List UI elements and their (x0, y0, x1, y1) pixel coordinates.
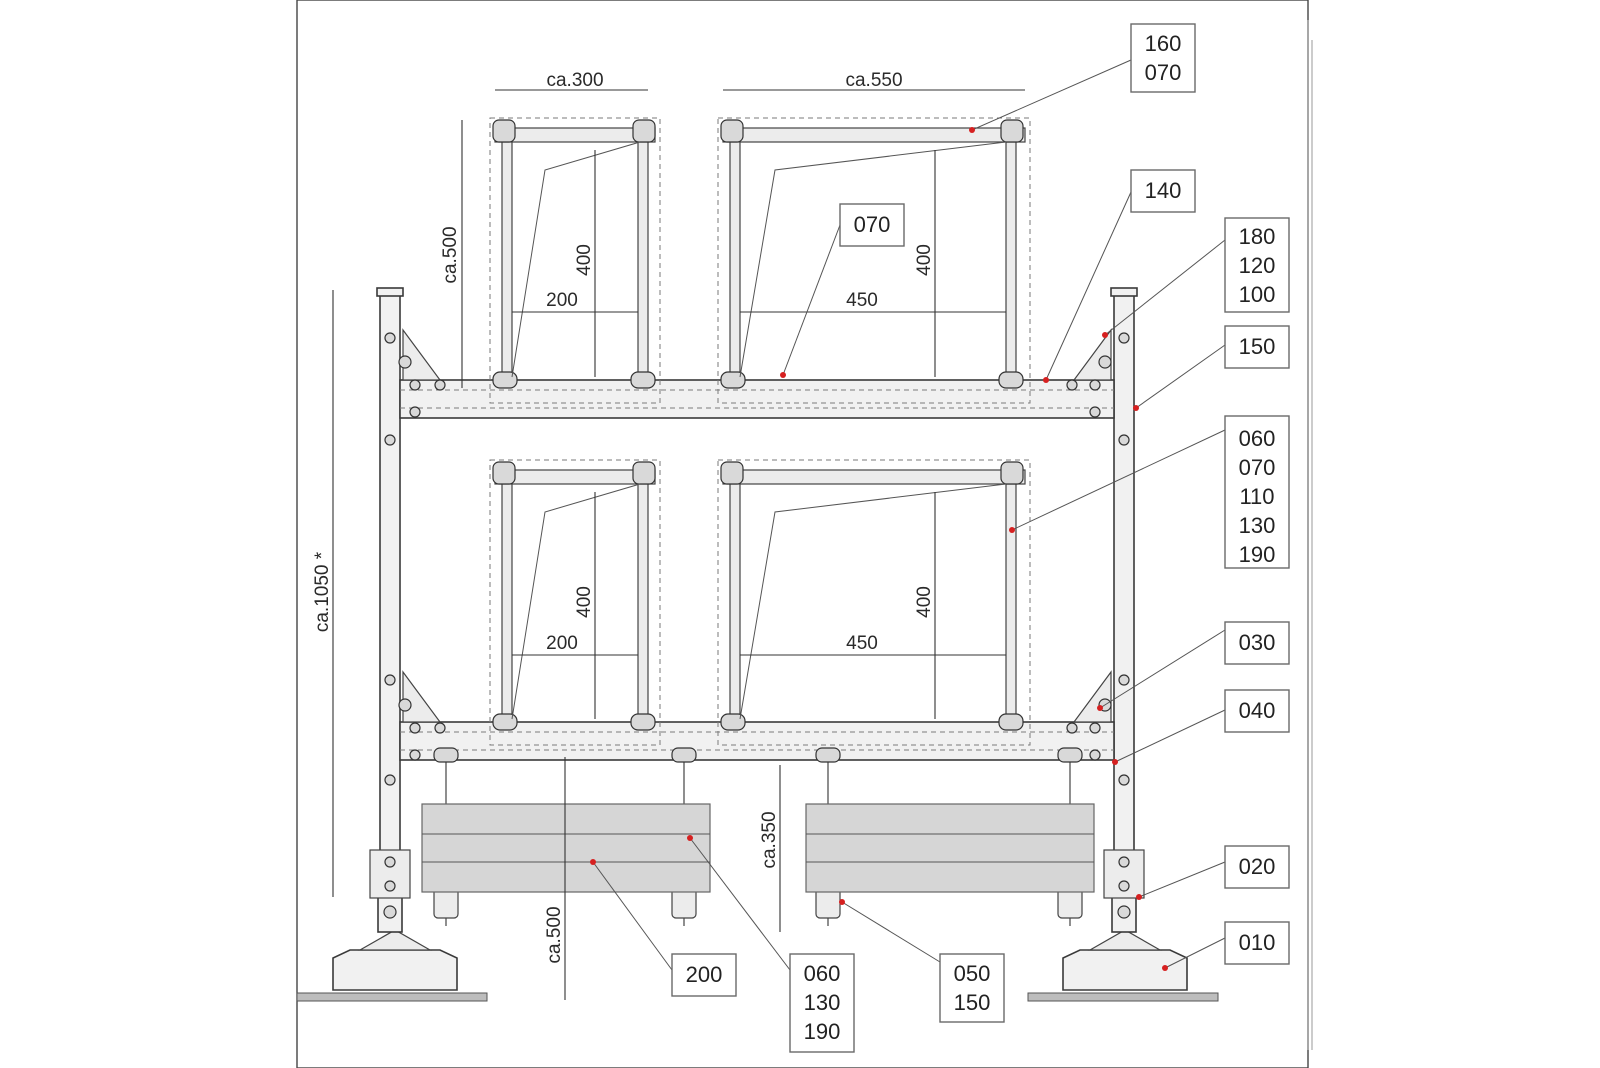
callout-c6-line2: 070 (1239, 455, 1276, 480)
dim-upper-inner-width-right: 450 (846, 290, 878, 311)
callout-c13-line1: 050 (954, 961, 991, 986)
brackets (402, 328, 1112, 723)
lower-frame-left (489, 459, 661, 746)
callout-c4-line1: 180 (1239, 224, 1276, 249)
callout-c4: 180 120 100 (1224, 217, 1290, 313)
dim-lower-inner-height-right: 400 (914, 586, 935, 618)
callout-c3: 070 (839, 203, 905, 247)
callout-c13: 050 150 (939, 953, 1005, 1023)
dim-lower-inner-height-left: 400 (574, 586, 595, 618)
dim-lower-inner-width-left: 200 (546, 633, 578, 654)
callout-c10-line1: 010 (1239, 930, 1276, 955)
upper-frame-left (489, 117, 661, 404)
callout-c6-line3: 110 (1239, 484, 1274, 509)
dimension-lines (332, 89, 1025, 1000)
callout-c7-line1: 030 (1239, 630, 1276, 655)
drawing-frame (296, 0, 1313, 1068)
callout-c11-line1: 200 (686, 962, 723, 987)
upper-beam (399, 379, 1115, 419)
callout-c1: 160 070 (1130, 23, 1196, 93)
callout-c5-line1: 150 (1239, 334, 1276, 359)
callout-c4-line2: 120 (1239, 253, 1276, 278)
callout-c12: 060 130 190 (789, 953, 855, 1053)
callout-c8: 040 (1224, 689, 1290, 733)
lower-beam (399, 721, 1115, 761)
callout-c6: 060 070 110 130 190 (1224, 415, 1290, 569)
dim-panel-height: ca.350 (759, 811, 780, 868)
upper-frame-right (717, 117, 1031, 404)
dim-upper-inner-height-right: 400 (914, 244, 935, 276)
dim-frame-height: ca.500 (440, 226, 461, 283)
callout-c3-line1: 070 (854, 212, 891, 237)
callout-c12-line1: 060 (804, 961, 841, 986)
dim-top-width-left: ca.300 (546, 70, 603, 91)
dimension-texts: ca.300 ca.550 ca.500 400 400 200 450 400… (312, 70, 935, 964)
dim-base-height: ca.500 (544, 906, 565, 963)
callout-c1-line2: 070 (1145, 60, 1182, 85)
callout-c8-line1: 040 (1239, 698, 1276, 723)
dim-top-width-right: ca.550 (845, 70, 902, 91)
callout-c12-line3: 190 (804, 1019, 841, 1044)
dim-upper-inner-width-left: 200 (546, 290, 578, 311)
callout-c7: 030 (1224, 621, 1290, 665)
callout-c6-line1: 060 (1239, 426, 1276, 451)
callout-c10: 010 (1224, 921, 1290, 965)
lower-frame-right (717, 459, 1031, 746)
callout-c6-line5: 190 (1239, 542, 1276, 567)
leaders (590, 59, 1226, 971)
callout-c1-line1: 160 (1145, 31, 1182, 56)
dim-total-height: ca.1050 * (312, 551, 333, 632)
bolts (383, 332, 1131, 919)
callout-c12-line2: 130 (804, 990, 841, 1015)
dim-upper-inner-height-left: 400 (574, 244, 595, 276)
callout-c4-line3: 100 (1239, 282, 1276, 307)
callout-c5: 150 (1224, 325, 1290, 369)
callout-c9: 020 (1224, 845, 1290, 889)
callout-c6-line4: 130 (1239, 513, 1276, 538)
callout-c11: 200 (671, 953, 737, 997)
callout-c2-line1: 140 (1145, 178, 1182, 203)
dim-lower-inner-width-right: 450 (846, 633, 878, 654)
panels (421, 803, 1095, 893)
callout-c2: 140 (1130, 169, 1196, 213)
callout-c9-line1: 020 (1239, 854, 1276, 879)
callout-c13-line2: 150 (954, 990, 991, 1015)
